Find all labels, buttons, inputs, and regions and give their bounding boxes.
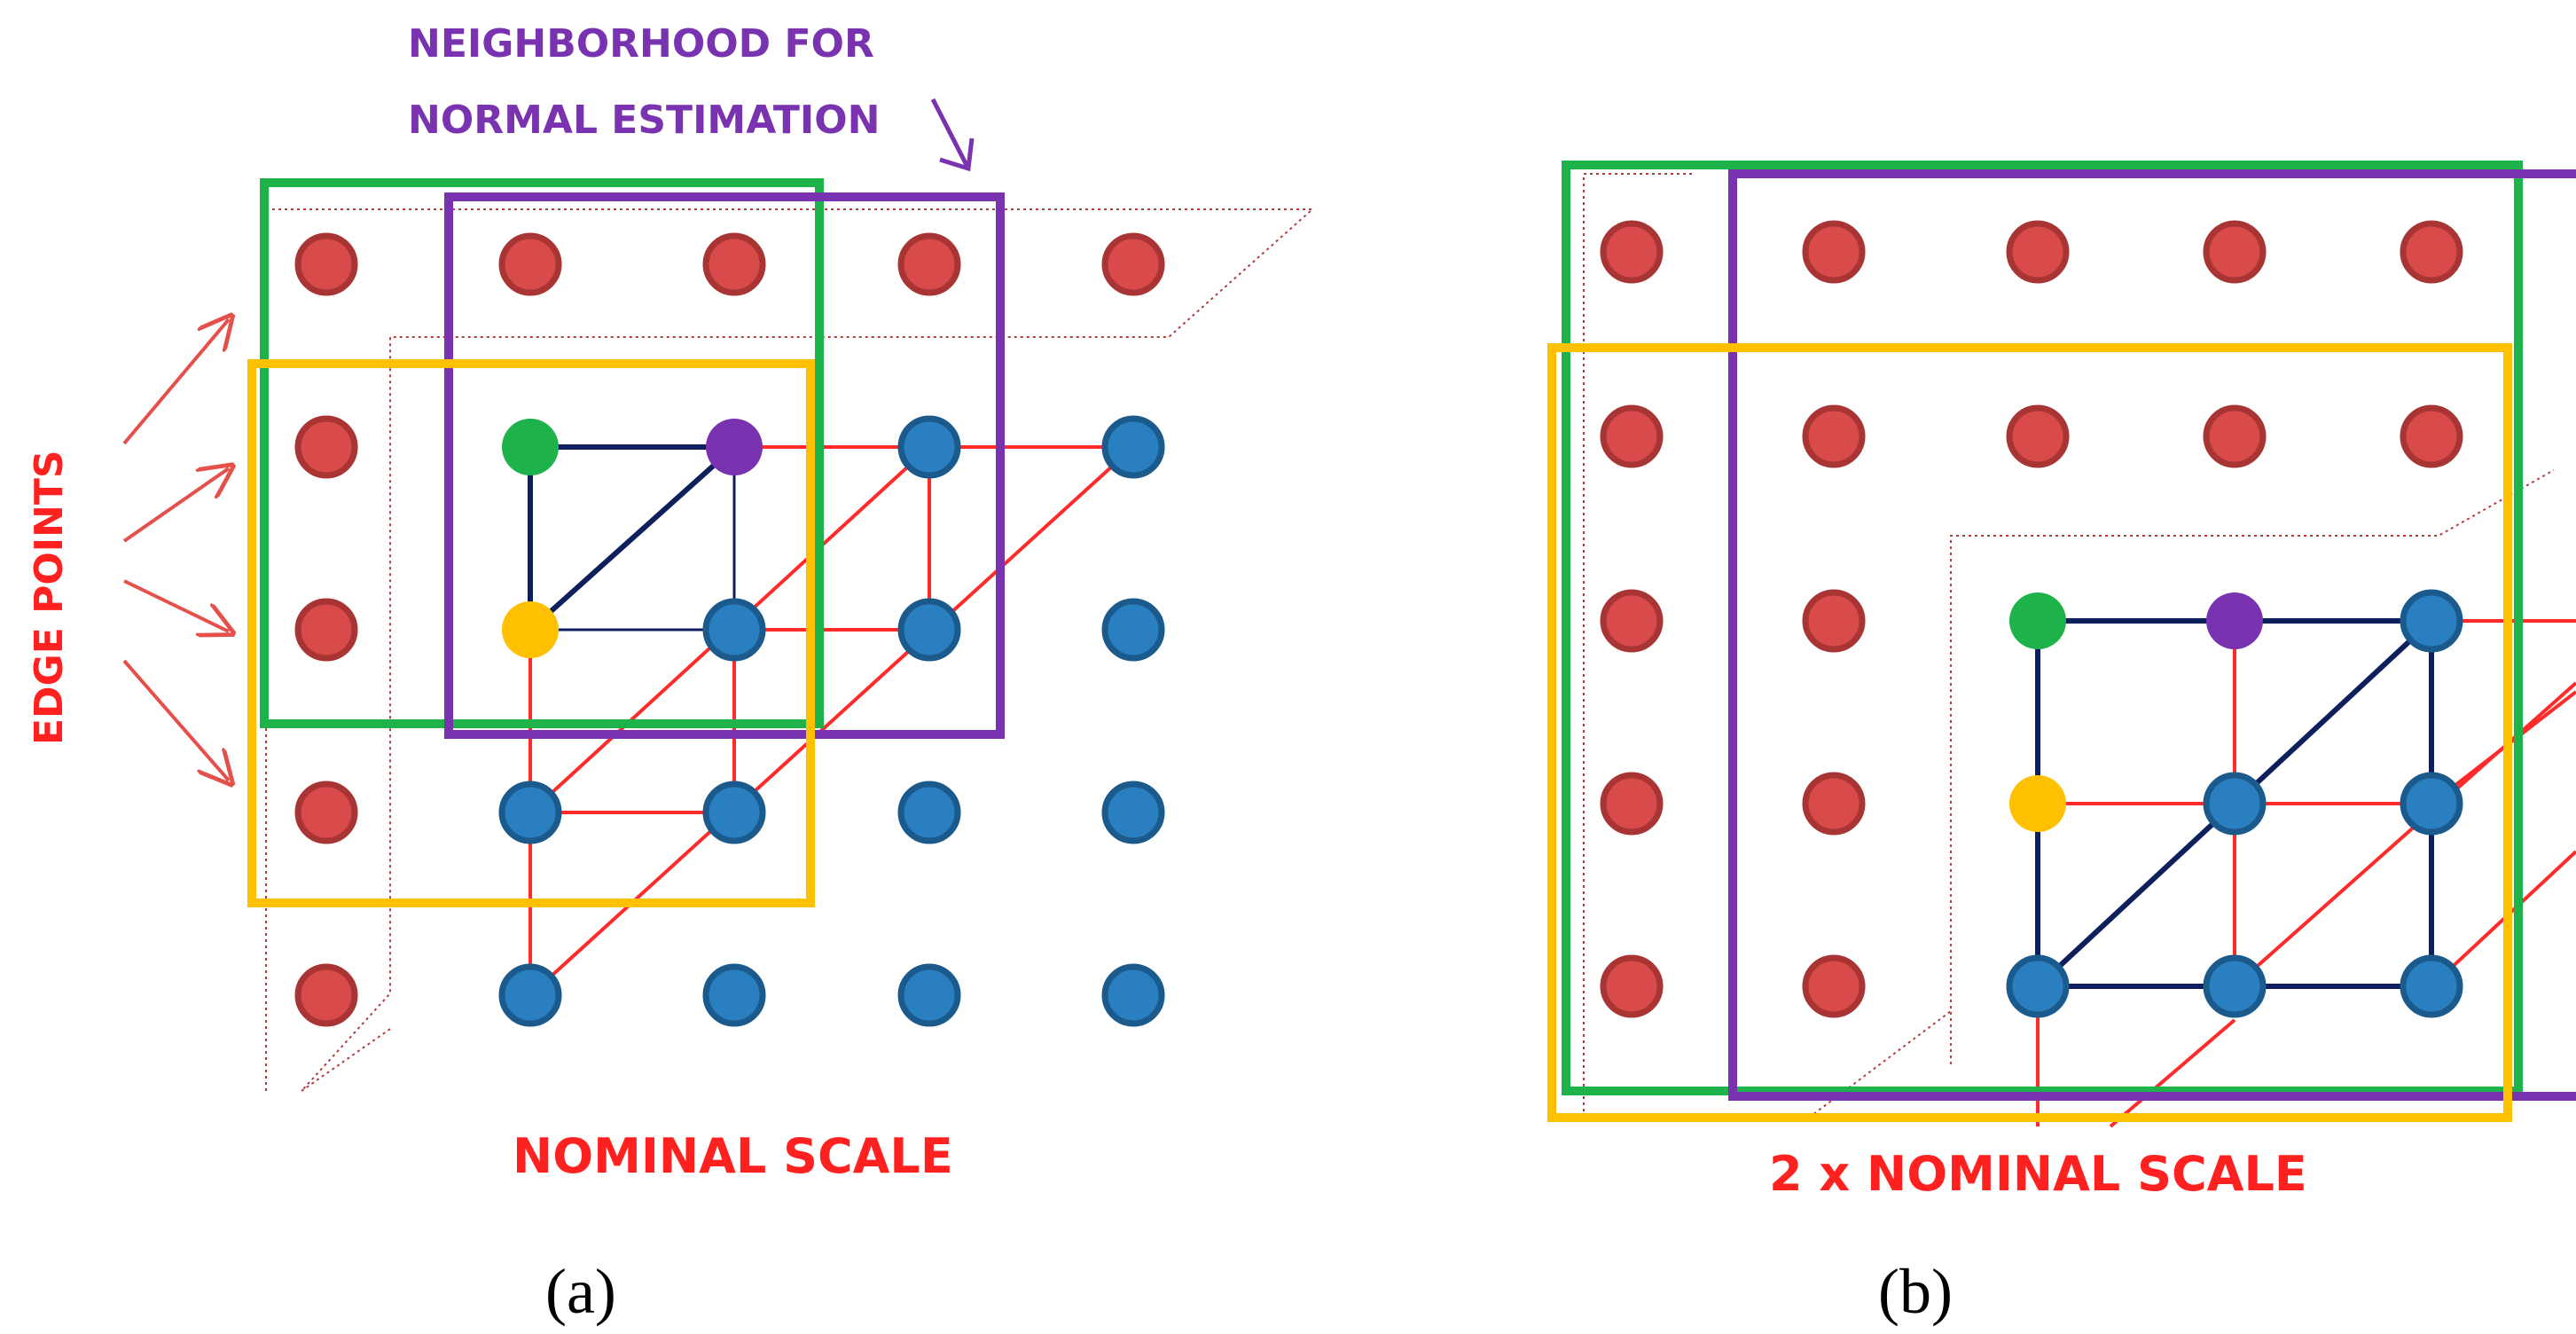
interior-point: [702, 598, 766, 662]
interior-point: [1101, 781, 1165, 844]
edge-point: [294, 232, 358, 296]
yellow-point: [502, 601, 559, 658]
edge-point: [1802, 220, 1866, 284]
interior-point: [702, 963, 766, 1027]
interior-point: [897, 598, 961, 662]
edge-region-inner-b: [1808, 1010, 1952, 1118]
edge-point: [1802, 954, 1866, 1018]
edge-point: [2006, 404, 2070, 468]
purple-box-a: [444, 192, 1005, 739]
edge-point: [1802, 404, 1866, 468]
purple-point: [706, 419, 763, 475]
edge-point: [1600, 589, 1664, 653]
interior-point: [498, 781, 562, 844]
interior-point: [2400, 954, 2463, 1018]
interior-point: [2400, 772, 2463, 836]
edge-point: [1101, 232, 1165, 296]
mesh-navy-a: [528, 444, 737, 632]
edge-points-label: EDGE POINTS: [27, 450, 72, 745]
edge-region-outline-b: [1583, 173, 2555, 1118]
edge-point: [294, 415, 358, 479]
edge-point: [2400, 220, 2463, 284]
yellow-box-b: [1547, 343, 2512, 1122]
interior-point: [897, 963, 961, 1027]
edge-point: [897, 232, 961, 296]
purple-point: [2206, 592, 2263, 649]
panel-a: EDGE POINTS NEIGHBORHOOD FOR NORMAL ESTI…: [27, 21, 1315, 1327]
edge-point: [702, 232, 766, 296]
interior-point: [2400, 589, 2463, 653]
interior-point: [897, 415, 961, 479]
edge-arrows: [122, 319, 229, 781]
panel-b: 2 x NOMINAL SCALE (b): [1547, 161, 2576, 1327]
neighborhood-label-line1: NEIGHBORHOOD FOR: [408, 21, 874, 67]
interior-point: [1101, 415, 1165, 479]
interior-point: [2006, 954, 2070, 1018]
interior-point: [498, 963, 562, 1027]
caption-a: (a): [545, 1256, 616, 1327]
edge-point: [1600, 954, 1664, 1018]
nominal-scale-label: NOMINAL SCALE: [513, 1128, 953, 1184]
yellow-box-a: [247, 359, 815, 907]
green-point: [502, 419, 559, 475]
interior-point: [1101, 598, 1165, 662]
interior-point: [897, 781, 961, 844]
neighborhood-label-line2: NORMAL ESTIMATION: [408, 98, 880, 143]
edge-point: [1600, 404, 1664, 468]
double-scale-label: 2 x NOMINAL SCALE: [1769, 1146, 2307, 1202]
interior-point: [2203, 954, 2267, 1018]
yellow-point: [2009, 775, 2066, 832]
green-box-a: [260, 178, 824, 728]
interior-point: [2203, 772, 2267, 836]
edge-point: [2203, 220, 2267, 284]
edge-point: [2006, 220, 2070, 284]
edge-point: [498, 232, 562, 296]
green-box-b: [1562, 161, 2523, 1095]
green-point: [2009, 592, 2066, 649]
edge-point: [2203, 404, 2267, 468]
edge-point: [2400, 404, 2463, 468]
interior-point: [702, 781, 766, 844]
edge-point: [294, 781, 358, 844]
edge-point: [294, 963, 358, 1027]
edge-point: [1802, 772, 1866, 836]
edge-region-inner-a: [301, 1028, 391, 1092]
edge-point: [294, 598, 358, 662]
edge-point: [1600, 772, 1664, 836]
edge-point: [1802, 589, 1866, 653]
mesh-red-b: [2036, 619, 2576, 1128]
edge-point: [1600, 220, 1664, 284]
interior-point: [1101, 963, 1165, 1027]
points-b: [1600, 220, 2463, 1018]
caption-b: (b): [1878, 1256, 1953, 1327]
purple-box-b: [1728, 169, 2576, 1101]
points-a: [294, 232, 1165, 1027]
neighborhood-arrow: [930, 98, 975, 172]
